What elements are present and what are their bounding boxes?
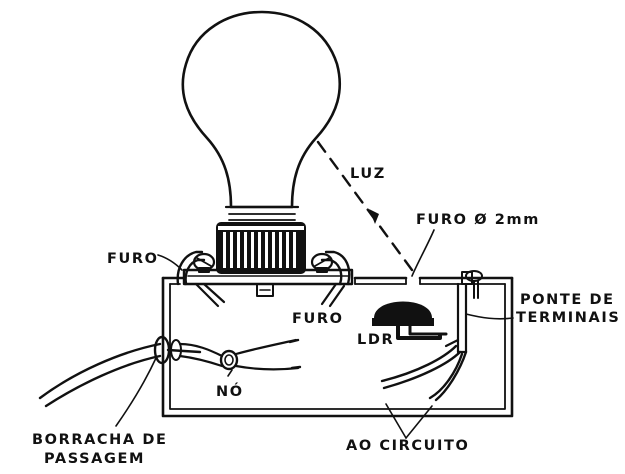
terminal-strip: [444, 270, 483, 354]
light-ray: [316, 140, 414, 272]
label-borracha-line1: BORRACHA DE: [32, 432, 168, 448]
label-furo-left: FURO: [107, 251, 159, 267]
bulb-screw-base: [216, 222, 306, 274]
right-screw: [310, 252, 334, 273]
light-bulb: [181, 10, 342, 221]
label-furo-mid: FURO: [292, 311, 344, 327]
label-ldr: LDR: [357, 332, 394, 348]
left-screw: [192, 252, 216, 273]
power-cable: [38, 335, 302, 408]
leader-lines: [115, 229, 514, 439]
label-no: NÓ: [216, 382, 244, 400]
right-clip: [320, 250, 351, 308]
label-ao-circuito: AO CIRCUITO: [346, 438, 469, 454]
label-borracha-line2: PASSAGEM: [44, 451, 145, 467]
label-luz: LUZ: [350, 166, 386, 182]
label-ponte-line2: TERMINAIS: [516, 310, 620, 326]
label-ponte-line1: PONTE DE: [520, 292, 615, 308]
ldr-sensor: [372, 301, 448, 340]
label-furo-hole: FURO Ø 2mm: [416, 212, 540, 228]
output-wires: [380, 344, 468, 402]
left-clip: [176, 250, 226, 308]
center-bolt: [256, 283, 274, 297]
